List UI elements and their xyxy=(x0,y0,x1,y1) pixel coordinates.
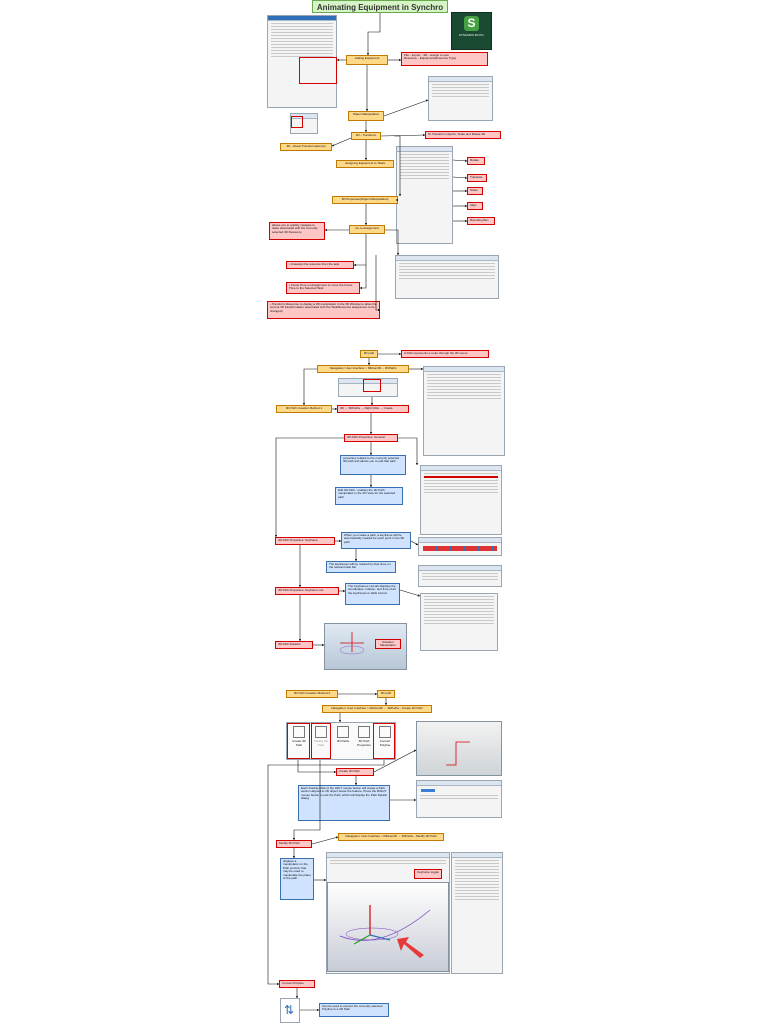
tool-label: Create 3D Path xyxy=(292,739,306,747)
create-3d-path-tool[interactable]: Create 3D Path xyxy=(289,726,309,747)
rotation-viewport-screenshot: Rotation Manipulator xyxy=(324,623,407,670)
rotate-label: Rotate xyxy=(467,157,485,165)
3dpaths-toolbar-screenshot: Create 3D Path Modify 3D Path 3D Paths 3… xyxy=(286,722,396,760)
right-click-create-box: 3D → 3DPaths → Right Click → Create xyxy=(337,405,409,413)
path-properties-side-panel-screenshot xyxy=(451,852,503,974)
bounding-box-label: Bounding Box xyxy=(467,217,495,225)
convert-polyline-icon-screenshot: ⇅ xyxy=(280,998,300,1023)
create-highlight xyxy=(363,379,381,392)
3d-path-properties-tool[interactable]: 3D Path Properties xyxy=(354,726,374,747)
keyframe-note: When you create a path, a keyframe will … xyxy=(341,532,411,549)
navigation-3dpaths-box: Navigation: User Interface > Ribbon3D→ 3… xyxy=(317,365,409,373)
convert-tool-highlight xyxy=(373,723,395,759)
convert-note: Can be used to convert the currently sel… xyxy=(319,1003,389,1017)
3d-paths-icon xyxy=(337,726,349,738)
import-highlight xyxy=(299,57,337,84)
keyframe-table-screenshot xyxy=(418,565,502,587)
align-label: Align xyxy=(467,202,483,210)
keyframes-marked-note: The keyframes will be marked by blue lin… xyxy=(326,561,396,573)
reset-transformation-box: 3D→Reset Transformation(s) xyxy=(280,143,332,151)
tool-label: Modify 3D Path xyxy=(314,739,328,747)
create-tool-highlight xyxy=(287,723,310,759)
3dpaths-ribbon-screenshot xyxy=(338,378,398,397)
navigate-note: allows you to quickly navigate to tasks … xyxy=(269,222,325,240)
keyframe-toggle-label: Keyframe toggle xyxy=(414,869,442,879)
modify-3d-path-tool[interactable]: Modify 3D Path xyxy=(311,726,331,747)
convert-arrows-icon: ⇅ xyxy=(284,1003,295,1017)
3dpaths-panel-screenshot xyxy=(423,366,505,456)
tool-label: 3D Paths xyxy=(336,739,350,743)
convert-polyline-icon xyxy=(379,726,391,738)
logo-caption: SYNCHRO 4D Pro xyxy=(458,33,485,37)
scale-label: Scale xyxy=(467,187,483,195)
3d-path-properties-icon xyxy=(358,726,370,738)
click-note: Each Double-Click of the LEFT mouse butt… xyxy=(298,785,390,821)
transform-note: To Transform objects, Scale and Rotate 3… xyxy=(425,131,501,139)
tool-label: Convert Polyline xyxy=(379,739,391,747)
create-3d-path-box: Create 3D Path xyxy=(336,768,374,776)
convert-polyline-tool[interactable]: Convert Polyline xyxy=(375,726,395,747)
path-details-dialog-screenshot xyxy=(416,780,502,818)
manipulation-menu-screenshot xyxy=(428,76,493,121)
reset-highlight xyxy=(291,116,303,128)
assignment-context-menu-screenshot xyxy=(395,255,499,299)
focus-time-note: • Focus Time on Assignment to move the F… xyxy=(286,282,360,294)
properties-keyframe-list-box: 3D Path Properties: Keyframe List xyxy=(275,587,339,595)
3d-paths-tool[interactable]: 3D Paths xyxy=(333,726,353,743)
3d-transform-box: 3D→Transform xyxy=(351,132,381,140)
modify-3d-path-box: Modify 3D Path xyxy=(276,840,312,848)
reset-toolbar-screenshot xyxy=(290,113,318,134)
convert-polyline-box: Convert Polyline xyxy=(279,980,315,988)
modify-path-viewport xyxy=(327,882,449,972)
synchro-logo-icon: S xyxy=(464,16,479,31)
navigation-create-box: Navigation: User Interface > Ribbon3D → … xyxy=(322,705,432,713)
translate-label: Translate xyxy=(467,174,487,182)
diagram-title: Animating Equipment in Synchro 4D Pro xyxy=(312,0,448,13)
3d-path-box: 3D path xyxy=(360,350,378,358)
properties-keyframe-box: 3D Path Properties: Keyframe xyxy=(275,537,335,545)
object-manipulation-box: Object Manipulation xyxy=(348,111,384,121)
file-menu-note: File→Import→3D→Assign to new Resource→Eq… xyxy=(401,52,488,66)
create-3d-path-icon xyxy=(293,726,305,738)
tool-label: 3D Path Properties xyxy=(357,739,371,747)
create-path-viewport-screenshot xyxy=(416,721,502,776)
properties-panel-screenshot xyxy=(396,146,453,244)
edit-path-note: Edit 3D Path : enables the 3D Path manip… xyxy=(335,487,403,505)
synchro-logo: S SYNCHRO 4D Pro xyxy=(451,12,492,50)
navigation-modify-box: Navigation: User Interface > Ribbon3D → … xyxy=(338,833,444,841)
go-to-assignment-box: Go to assignment xyxy=(349,225,385,234)
creation-method-1-box: 3D Path Creation Method 1 xyxy=(276,405,332,413)
modify-3d-path-icon xyxy=(315,726,327,738)
transform-resource-note: • Transform Resource to display a 3D man… xyxy=(267,301,380,319)
context-menu-list-screenshot xyxy=(420,593,498,651)
manipulator-note: displays a manipulator on the Path junct… xyxy=(280,858,314,900)
properties-general-box: 3D Path Properties: General xyxy=(344,434,398,442)
creation-method-2-box: 3D Path Creation Method 2 xyxy=(286,690,338,698)
path-rotation-box: 3D Path Rotation xyxy=(275,641,313,649)
taskbar-screenshot xyxy=(418,537,502,556)
path-illustrations xyxy=(339,632,470,958)
path-note: A Path represents a route through the 3D… xyxy=(401,350,489,358)
general-note: properties related to the currently sele… xyxy=(340,455,406,475)
assigning-equipment-box: Assigning Equipment to Tasks xyxy=(336,160,394,168)
unassign-note: • Unassign the resource from the task xyxy=(286,261,354,269)
keyframe-list-note: The Keyframes List tab displays the coor… xyxy=(345,583,400,605)
rotation-manipulator-label: Rotation Manipulator xyxy=(375,639,401,649)
adding-equipment-box: Adding Equipment xyxy=(346,55,388,65)
modify-tool-highlight xyxy=(311,723,331,759)
3d-path-box-2: 3D path xyxy=(377,690,395,698)
path-properties-panel-screenshot xyxy=(420,465,502,535)
